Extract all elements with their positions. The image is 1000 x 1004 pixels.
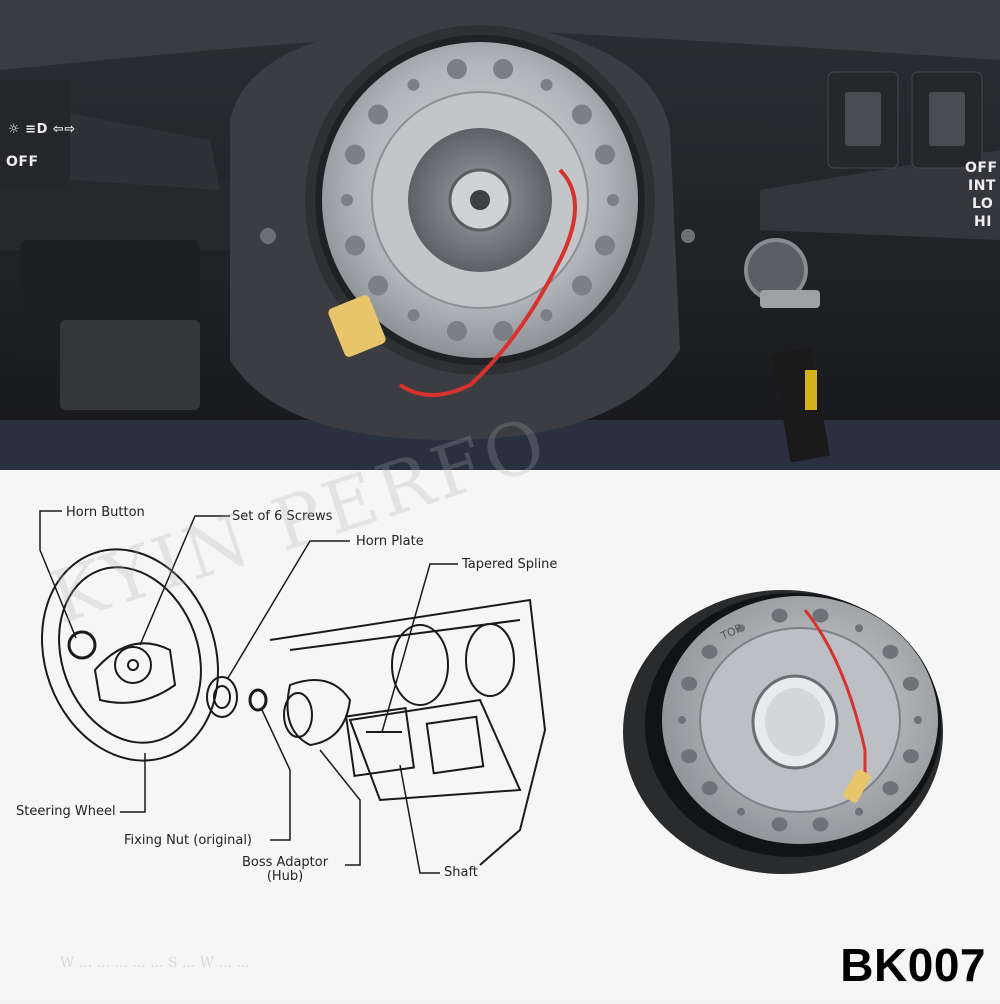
product-bolt-hole (855, 624, 863, 633)
hub-bolt-hole (368, 104, 389, 125)
label-shaft: Shaft (444, 865, 478, 880)
hub-adapter-installed (305, 25, 655, 397)
label-boss-adaptor-line1: Boss Adaptor (242, 855, 329, 870)
label-fixing-nut: Fixing Nut (original) (124, 833, 253, 848)
hub-bolt-hole (594, 144, 615, 165)
wiper-stalk (760, 150, 1000, 240)
product-connector (843, 769, 871, 803)
installation-diagram: Horn Button Set of 6 Screws Horn Plate T… (0, 400, 1000, 1000)
product-bolt-hole (701, 644, 718, 659)
product-bolt-hole (914, 716, 922, 724)
product-bolt-hole (812, 817, 829, 832)
product-bolt-hole (855, 807, 863, 816)
label-boss-adaptor: Boss Adaptor (Hub) (242, 856, 328, 883)
hub-bolt-hole (446, 59, 467, 80)
horn-wire (398, 168, 577, 397)
hub-bolt-hole (407, 78, 420, 91)
product-bolt-hole (737, 807, 745, 816)
hub-bolt-hole (571, 104, 592, 125)
hub-bolt-hole (493, 320, 514, 341)
wiper-label-int: INT (968, 178, 996, 194)
fixing-nut-drawing (248, 688, 268, 712)
product-horn-wire (803, 609, 867, 775)
exploded-view-drawing (39, 510, 547, 874)
horn-plate-drawing (206, 676, 238, 718)
light-off-label: OFF (6, 154, 39, 170)
hub-bolt-hole (540, 309, 553, 322)
product-bolt-hole (681, 749, 698, 764)
product-bolt-hole (812, 608, 829, 623)
hub-adapter-product: TOP (623, 590, 943, 874)
label-steering-wheel: Steering Wheel (16, 804, 116, 819)
product-bolt-hole (737, 624, 745, 633)
hub-bolt-hole (571, 275, 592, 296)
product-bolt-hole (771, 608, 788, 623)
hub-bolt-hole (345, 235, 366, 256)
shroud-screw-right (681, 229, 695, 243)
steering-wheel-drawing (40, 548, 220, 762)
label-set-of-6-screws: Set of 6 Screws (232, 509, 333, 524)
product-bolt-hole (678, 716, 686, 724)
wiper-label-lo: LO (972, 196, 994, 212)
hub-bolt-hole (493, 59, 514, 80)
shroud-screw-left (260, 228, 276, 244)
boss-adaptor-drawing (286, 679, 352, 747)
hub-bolt-hole (345, 144, 366, 165)
product-bolt-hole (902, 749, 919, 764)
product-bolt-hole (902, 676, 919, 691)
product-bolt-hole (681, 676, 698, 691)
label-boss-adaptor-line2: (Hub) (266, 868, 304, 884)
label-horn-plate: Horn Plate (356, 534, 424, 549)
product-bolt-hole (771, 817, 788, 832)
product-code: BK007 (840, 939, 986, 991)
product-bolt-hole (701, 781, 718, 796)
wiper-label-off: OFF (965, 160, 998, 176)
label-tapered-spline: Tapered Spline (462, 557, 558, 572)
hub-bolt-hole (607, 194, 619, 206)
hub-bolt-hole (446, 320, 467, 341)
dashboard-illustration (0, 0, 1000, 470)
hub-bolt-hole (407, 309, 420, 322)
product-bolt-hole (882, 644, 899, 659)
label-horn-button: Horn Button (66, 505, 145, 520)
hub-bolt-hole (368, 275, 389, 296)
hub-bolt-hole (540, 78, 553, 91)
hub-bolt-hole (594, 235, 615, 256)
horn-button-drawing (67, 630, 97, 660)
faded-footnote: W ... ... ... ... ... S ... W ... ... (60, 955, 250, 971)
installed-hub-photo: ☼ ≡D ⇦⇨ OFF OFF INT LO HI (0, 0, 1000, 470)
hub-bolt-hole (341, 194, 353, 206)
wiper-label-hi: HI (974, 214, 992, 230)
wire-connector (328, 295, 386, 357)
light-switch-icons: ☼ ≡D ⇦⇨ (8, 122, 76, 137)
product-bolt-hole (882, 781, 899, 796)
